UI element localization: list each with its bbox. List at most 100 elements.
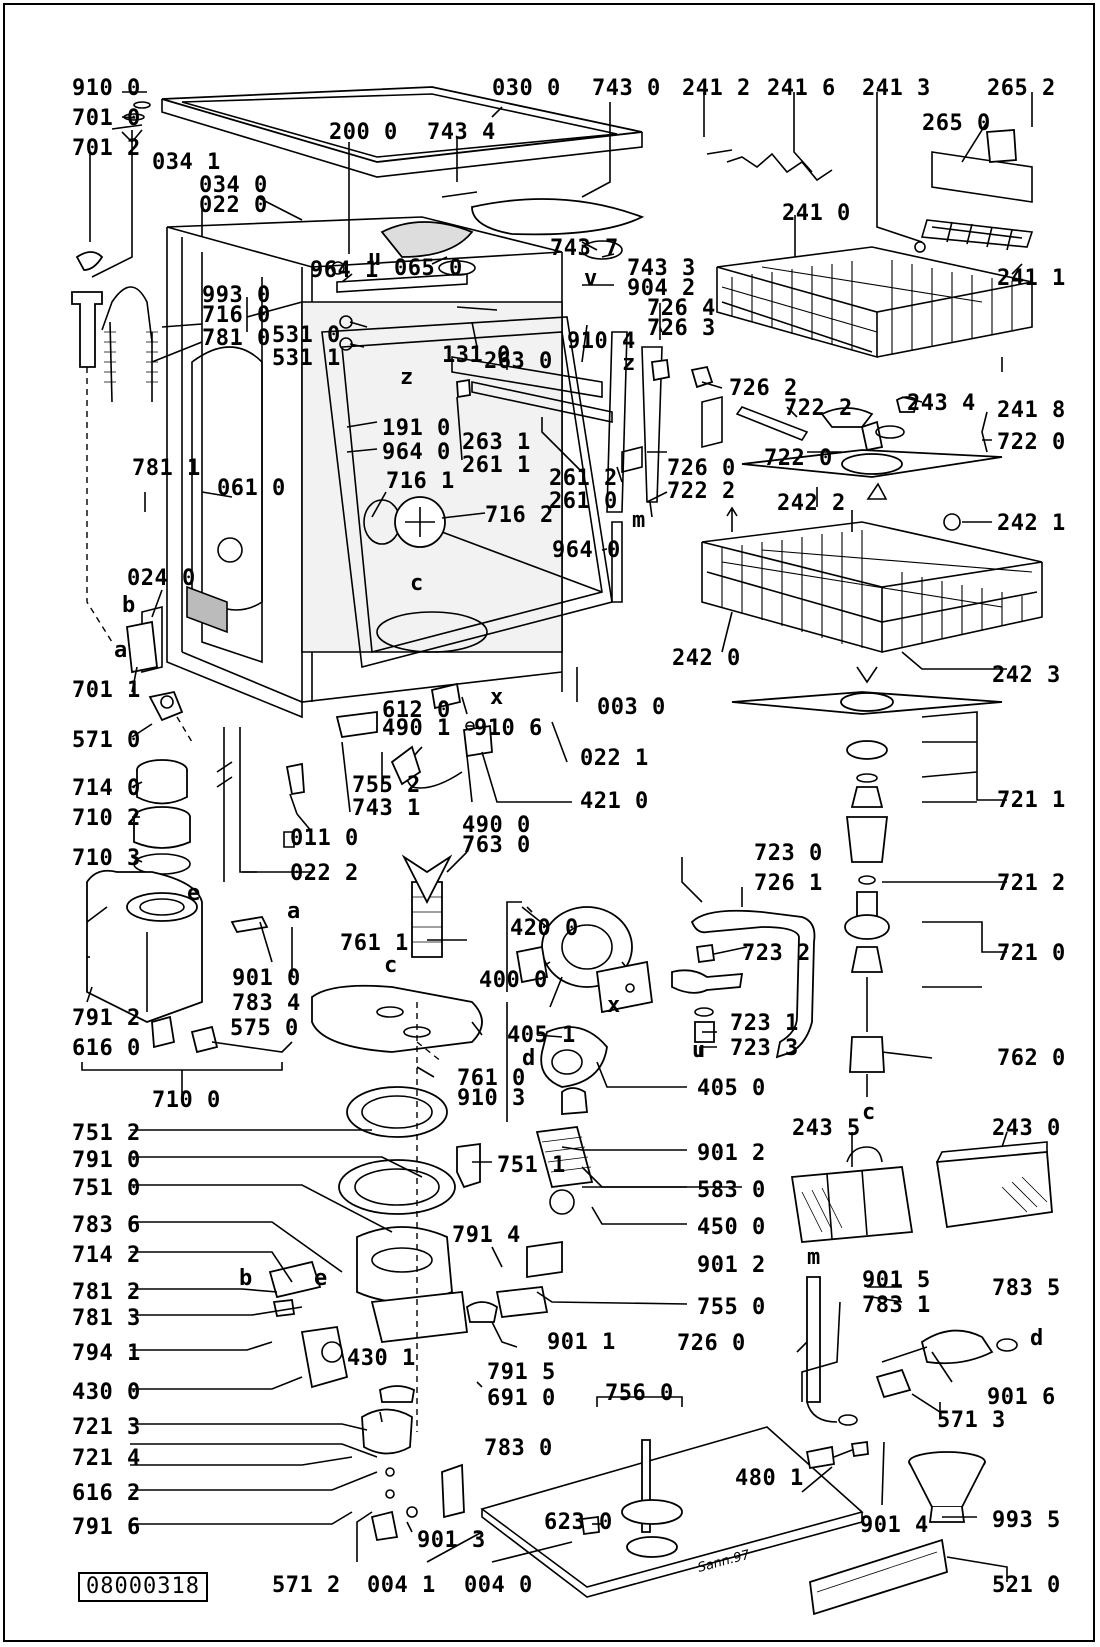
part-label: 571 3 xyxy=(937,1408,1006,1433)
part-label: 571 0 xyxy=(72,728,141,753)
part-label: 791 2 xyxy=(72,1006,141,1031)
part-label: 763 0 xyxy=(462,833,531,858)
part-label: 421 0 xyxy=(580,789,649,814)
part-label: 263 0 xyxy=(484,349,553,374)
part-label: 901 4 xyxy=(860,1513,929,1538)
part-label: 030 0 xyxy=(492,76,561,101)
part-label: 743 3 xyxy=(627,256,696,281)
part-label: 261 0 xyxy=(549,489,618,514)
part-label: 722 2 xyxy=(784,396,853,421)
left-side-parts xyxy=(71,101,193,743)
part-number-labels: 910 0 701 0 034 1 701 2 030 0 200 0 743 … xyxy=(72,76,1066,1598)
base-pan-part xyxy=(480,1396,949,1616)
part-label: 701 0 xyxy=(72,106,141,131)
part-label: 723 0 xyxy=(754,841,823,866)
part-label: 723 1 xyxy=(730,1011,799,1036)
document-number-box: 08000318 xyxy=(78,1572,208,1602)
part-label: 783 0 xyxy=(484,1436,553,1461)
cutlery-basket-part xyxy=(790,1141,1053,1243)
part-label: 022 1 xyxy=(580,746,649,771)
part-label: 755 2 xyxy=(352,773,421,798)
part-label: 722 0 xyxy=(997,430,1066,455)
part-label: 405 1 xyxy=(507,1023,576,1048)
part-label: 714 2 xyxy=(72,1243,141,1268)
part-label: 726 3 xyxy=(647,316,716,341)
ref-letter: m xyxy=(807,1245,821,1270)
part-label: 710 3 xyxy=(72,846,141,871)
upper-mounting-parts xyxy=(336,191,645,311)
leader-lines xyxy=(86,91,1033,1582)
part-label: 490 0 xyxy=(462,813,531,838)
part-label: 241 2 xyxy=(682,76,751,101)
part-label: 243 4 xyxy=(907,391,976,416)
drain-hose-part xyxy=(216,727,295,882)
worktop-part xyxy=(161,86,643,178)
part-label: 191 0 xyxy=(382,416,451,441)
part-label: 726 0 xyxy=(677,1331,746,1356)
part-label: 743 7 xyxy=(550,236,619,261)
part-label: 910 3 xyxy=(457,1086,526,1111)
rinse-aid-funnel-part xyxy=(908,1451,986,1523)
side-tube-part xyxy=(606,331,1018,1426)
part-label: 583 0 xyxy=(697,1178,766,1203)
ref-letter: c xyxy=(384,953,398,978)
circulation-motor-part xyxy=(465,906,653,1323)
part-label: 761 0 xyxy=(457,1066,526,1091)
part-label: 723 3 xyxy=(730,1036,799,1061)
part-label: 022 2 xyxy=(290,861,359,886)
part-label: 743 4 xyxy=(427,120,496,145)
ref-letter: z xyxy=(622,351,636,376)
part-label: 430 1 xyxy=(347,1346,416,1371)
part-label: 781 0 xyxy=(202,326,271,351)
ref-letter: u xyxy=(368,246,382,271)
part-label: 242 1 xyxy=(997,511,1066,536)
part-label: 964 0 xyxy=(382,440,451,465)
upper-spray-arm-part xyxy=(735,396,1003,500)
ref-letter: z xyxy=(400,365,414,390)
part-label: 751 0 xyxy=(72,1176,141,1201)
part-label: 531 0 xyxy=(272,323,341,348)
part-label: 004 0 xyxy=(464,1573,533,1598)
part-label: 710 0 xyxy=(152,1088,221,1113)
part-label: 480 1 xyxy=(735,1466,804,1491)
ref-letter: x xyxy=(607,993,621,1018)
part-label: 022 0 xyxy=(199,193,268,218)
ref-letter: m xyxy=(632,508,646,533)
part-label: 726 4 xyxy=(647,296,716,321)
part-label: 716 0 xyxy=(202,303,271,328)
inlet-valve-part xyxy=(268,1260,465,1542)
cabinet-frame-part xyxy=(141,216,613,719)
part-label: 716 2 xyxy=(485,503,554,528)
part-label: 034 1 xyxy=(152,150,221,175)
part-label: 241 6 xyxy=(767,76,836,101)
part-label: 716 1 xyxy=(386,469,455,494)
part-label: 521 0 xyxy=(992,1573,1061,1598)
part-label: 755 0 xyxy=(697,1295,766,1320)
ref-letter: d xyxy=(522,1046,536,1071)
part-label: 242 2 xyxy=(777,491,846,516)
part-label: 265 2 xyxy=(987,76,1056,101)
ref-letter: a xyxy=(287,899,301,924)
part-label: 993 0 xyxy=(202,283,271,308)
part-label: 261 1 xyxy=(462,453,531,478)
part-label: 791 0 xyxy=(72,1148,141,1173)
part-label: 721 4 xyxy=(72,1446,141,1471)
part-label: 901 5 xyxy=(862,1268,931,1293)
part-label: 011 0 xyxy=(290,826,359,851)
part-label: 450 0 xyxy=(697,1215,766,1240)
part-label: 242 3 xyxy=(992,663,1061,688)
ref-letter: v xyxy=(584,266,598,291)
part-label: 722 2 xyxy=(667,479,736,504)
heater-wiring-part xyxy=(285,682,493,815)
ref-letter: u xyxy=(692,1038,706,1063)
part-label: 061 0 xyxy=(217,476,286,501)
part-label: 263 1 xyxy=(462,430,531,455)
part-label: 901 0 xyxy=(232,966,301,991)
part-label: 034 0 xyxy=(199,173,268,198)
part-label: 794 1 xyxy=(72,1341,141,1366)
ref-letter: e xyxy=(314,1266,328,1291)
ref-letter: d xyxy=(1030,1326,1044,1351)
part-label: 721 0 xyxy=(997,941,1066,966)
part-label: 490 1 xyxy=(382,716,451,741)
ref-letter: b xyxy=(239,1266,253,1291)
